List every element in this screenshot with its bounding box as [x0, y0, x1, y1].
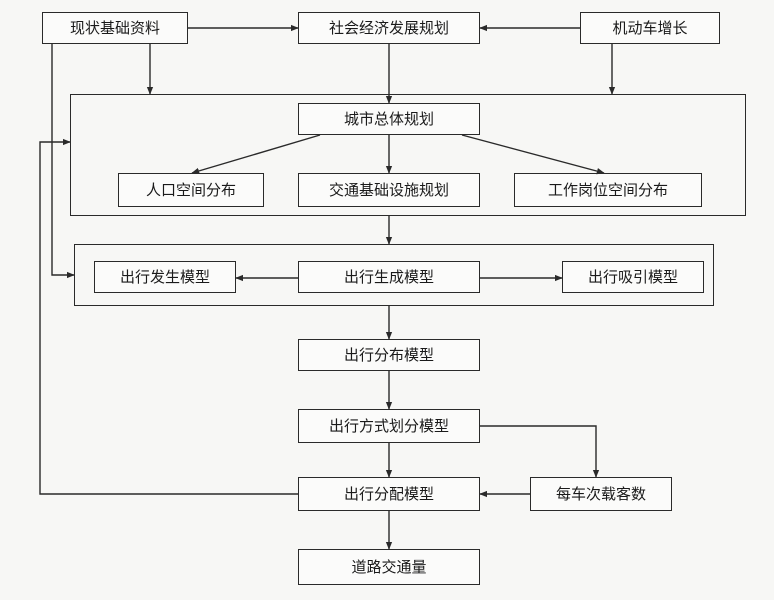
node-trip-attraction-model: 出行吸引模型	[562, 261, 704, 293]
edge-master-to-population	[191, 134, 321, 175]
node-master-plan: 城市总体规划	[298, 103, 480, 135]
edge-current-to-generation-group	[51, 44, 75, 279]
edge-master-to-jobs	[461, 134, 605, 175]
node-job-distribution: 工作岗位空间分布	[514, 173, 702, 207]
node-current-data: 现状基础资料	[42, 12, 188, 44]
node-socioeconomic-plan: 社会经济发展规划	[298, 12, 480, 44]
node-vehicle-occupancy: 每车次载客数	[530, 477, 672, 511]
master-plan-group	[70, 94, 746, 216]
node-population-distribution: 人口空间分布	[118, 173, 264, 207]
edge-assignment-feedback	[39, 138, 298, 495]
node-trip-generation-model: 出行生成模型	[298, 261, 480, 293]
node-transport-infrastructure-plan: 交通基础设施规划	[298, 173, 480, 207]
node-trip-production-model: 出行发生模型	[94, 261, 236, 293]
node-mode-split-model: 出行方式划分模型	[298, 409, 480, 443]
node-trip-distribution-model: 出行分布模型	[298, 339, 480, 371]
edge-mode-split-to-occupancy	[480, 425, 600, 478]
node-vehicle-growth: 机动车增长	[580, 12, 720, 44]
